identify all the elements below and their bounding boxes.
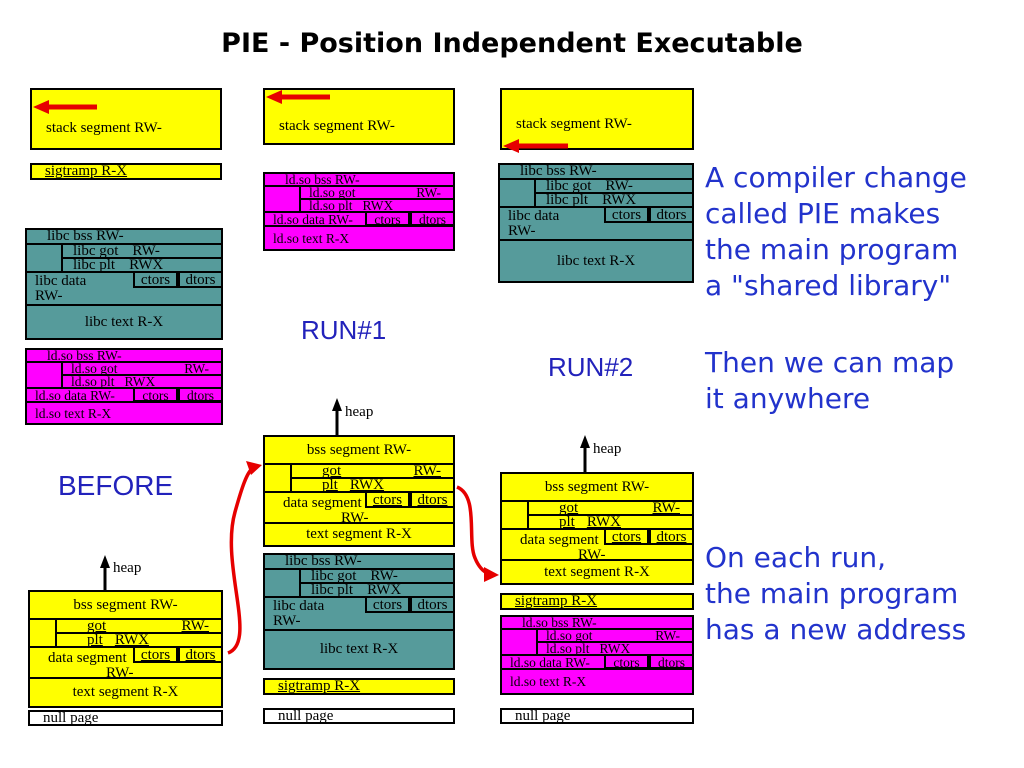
main-bss-row: bss segment RW- xyxy=(28,590,223,620)
before-ldso-block: ld.so bss RW- ld.so got RW- ld.so plt RW… xyxy=(25,348,223,425)
heap-label-before: heap xyxy=(113,560,142,576)
heap-arrow-before xyxy=(100,555,110,592)
libc-ctors: ctors xyxy=(133,271,178,288)
note-new-address: On each run, the main program has a new … xyxy=(705,541,967,646)
run1-main-block: bss segment RW- got RW- plt RWX data seg… xyxy=(263,435,455,547)
heap-arrow-run2 xyxy=(580,435,590,472)
libc-data-row: libc data RW- ctors dtors xyxy=(25,271,223,306)
main-dtors: dtors xyxy=(178,646,223,663)
curve-arrow-run1-to-run2 xyxy=(456,485,499,582)
run2-null-page: null page xyxy=(500,708,694,724)
before-label: BEFORE xyxy=(58,470,174,501)
before-main-block: bss segment RW- got RW- plt RWX data seg… xyxy=(28,590,223,708)
slide-title: PIE - Position Independent Executable xyxy=(221,28,803,59)
note-compiler-change: A compiler change called PIE makes the m… xyxy=(705,161,967,302)
heap-label-run2: heap xyxy=(593,441,622,457)
run1-libc-block: libc bss RW- libc got RW- libc plt RWX l… xyxy=(263,553,455,670)
run1-label: RUN#1 xyxy=(301,315,387,345)
run2-ldso-block: ld.so bss RW- ld.so got RW- ld.so plt RW… xyxy=(500,615,694,695)
libc-dtors: dtors xyxy=(178,271,223,288)
main-ctors: ctors xyxy=(133,646,178,663)
run2-sigtramp: sigtramp R-X xyxy=(500,593,694,610)
curve-arrow-before-to-run1 xyxy=(227,461,262,655)
run1-ldso-block: ld.so bss RW- ld.so got RW- ld.so plt RW… xyxy=(263,172,455,251)
libc-text-row: libc text R-X xyxy=(25,304,223,340)
note-map-anywhere: Then we can map it anywhere xyxy=(705,346,955,415)
run1-stack-segment: stack segment RW- xyxy=(263,88,455,145)
before-sigtramp: sigtramp R-X xyxy=(30,163,222,180)
before-libc-block: libc bss RW- libc got RW- libc plt RWX l… xyxy=(25,228,223,340)
main-text-row: text segment R-X xyxy=(28,677,223,708)
run2-libc-block: libc bss RW- libc got RW- libc plt RWX l… xyxy=(498,163,694,283)
run1-null-page: null page xyxy=(263,708,455,724)
run2-label: RUN#2 xyxy=(548,352,634,382)
before-null-page: null page xyxy=(28,710,223,726)
before-stack-segment: stack segment RW- xyxy=(30,88,222,150)
heap-arrow-run1 xyxy=(332,398,342,435)
ldso-dtors: dtors xyxy=(178,387,223,402)
heap-label-run1: heap xyxy=(345,404,374,420)
ldso-ctors: ctors xyxy=(133,387,178,402)
sigtramp-label: sigtramp R-X xyxy=(45,163,128,179)
ldso-text-row: ld.so text R-X xyxy=(25,401,223,425)
run1-sigtramp: sigtramp R-X xyxy=(263,678,455,695)
stack-label: stack segment RW- xyxy=(46,120,162,136)
run2-stack-segment: stack segment RW- xyxy=(500,88,694,150)
main-data-row: data segment RW- ctors dtors xyxy=(28,646,223,681)
run2-main-block: bss segment RW- got RW- plt RWX data seg… xyxy=(500,472,694,585)
